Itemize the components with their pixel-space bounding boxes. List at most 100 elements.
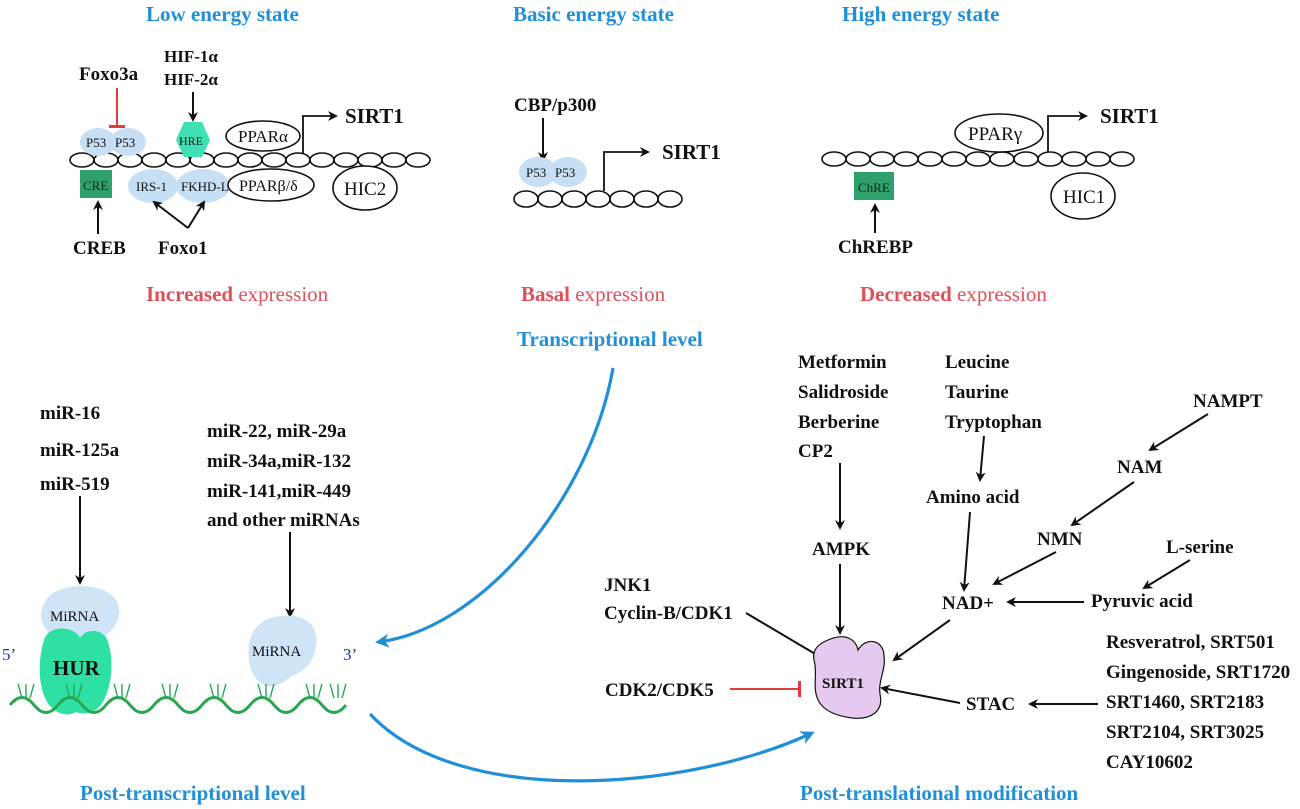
expression-word-high: expression <box>952 282 1048 306</box>
chromatin-strand-high <box>821 151 1135 167</box>
stac-label: STAC <box>966 694 1015 715</box>
basal-word: Basal <box>521 282 570 306</box>
chre-label: ChRE <box>858 180 890 195</box>
sirt1-label-high: SIRT1 <box>1100 104 1159 128</box>
mirna-right-label: MiRNA <box>252 644 301 660</box>
mir-right-line-4: and other miRNAs <box>207 510 360 531</box>
chrebp-label: ChREBP <box>838 237 913 258</box>
fkhd-label: FKHD-L <box>181 179 229 194</box>
expression-word-low: expression <box>233 282 329 306</box>
basic-p53-left <box>519 157 557 187</box>
header-high-energy: High energy state <box>842 2 999 26</box>
ampk-label: AMPK <box>812 539 870 560</box>
post-translational-label: Post-translational modification <box>800 781 1079 805</box>
basic-p53-label-b: P53 <box>555 165 575 180</box>
decreased-expression-text: Decreased expression <box>860 282 1047 306</box>
chromatin-strand-low <box>69 152 431 168</box>
pparg-ellipse <box>954 113 1044 153</box>
pparg-label: PPARγ <box>968 124 1022 145</box>
nmn-to-nad-arrow <box>992 551 1057 585</box>
amino-line-3: Tryptophan <box>945 412 1042 433</box>
drug-line-1: Metformin <box>798 352 887 373</box>
sirt1-tss-arrow-low <box>302 111 338 153</box>
pyruvic-acid-label: Pyruvic acid <box>1091 591 1193 612</box>
fkhd-blob <box>176 169 230 203</box>
activator-line-1: Resveratrol, SRT501 <box>1106 632 1275 653</box>
stac-to-sirt1-arrow <box>880 684 961 704</box>
nampt-to-nam-arrow <box>1148 413 1209 452</box>
cre-label: CRE <box>83 178 108 193</box>
increased-expression-text: Increased expression <box>146 282 329 306</box>
pparbd-label: PPARβ/δ <box>239 178 298 195</box>
mir-right-line-3: miR-141,miR-449 <box>207 481 351 502</box>
nam-to-nmn-arrow <box>1070 481 1135 527</box>
irs1-blob <box>128 169 178 203</box>
mirna-left-shape <box>41 586 120 643</box>
amino-line-2: Taurine <box>945 382 1009 403</box>
nmn-label: NMN <box>1037 529 1083 550</box>
sirt1-label-basic: SIRT1 <box>662 140 721 164</box>
foxo1-label: Foxo1 <box>158 238 208 259</box>
mir-left-line-1: miR-16 <box>40 403 100 424</box>
irs1-label: IRS-1 <box>136 179 167 194</box>
p53-label-b: P53 <box>115 135 135 150</box>
basal-expression-text: Basal expression <box>521 282 666 306</box>
p53-right-blob <box>110 128 146 156</box>
kinases-to-sirt1-arrow <box>745 612 824 660</box>
ppara-label: PPARα <box>238 127 288 146</box>
p53-left-blob <box>80 128 116 156</box>
expression-word-basic: expression <box>570 282 666 306</box>
post-transcriptional-panel: miR-16 miR-125a miR-519 miR-22, miR-29a … <box>2 403 360 715</box>
amino-acid-to-nad-arrow <box>959 511 971 592</box>
mir-right-line-1: miR-22, miR-29a <box>207 421 347 442</box>
chromatin-strand-basic <box>513 190 683 208</box>
amino-acid-label: Amino acid <box>926 487 1020 508</box>
five-prime-label: 5’ <box>2 645 16 664</box>
mir-right-line-2: miR-34a,miR-132 <box>207 451 351 472</box>
foxo1-arrow-left <box>152 200 189 229</box>
hic2-label: HIC2 <box>344 179 386 200</box>
high-energy-panel: PPARγ SIRT1 ChRE HIC1 ChREBP Decreased e… <box>821 104 1159 306</box>
increased-word: Increased <box>146 282 233 306</box>
transcriptional-level-label: Transcriptional level <box>517 327 703 351</box>
mir-left-line-3: miR-519 <box>40 474 110 495</box>
sirt1-label-low: SIRT1 <box>345 104 404 128</box>
cdk2-cdk5-label: CDK2/CDK5 <box>605 680 714 701</box>
hif2-label: HIF-2α <box>164 70 218 89</box>
hic1-label: HIC1 <box>1063 187 1105 208</box>
foxo3a-label: Foxo3a <box>79 64 139 85</box>
low-energy-panel: Foxo3a P53 P53 HIF-1α HIF-2α HRE PPARα S… <box>69 47 431 306</box>
header-basic-energy: Basic energy state <box>513 2 674 26</box>
activator-line-2: Gingenoside, SRT1720 <box>1106 662 1290 683</box>
decreased-word: Decreased <box>860 282 952 306</box>
activator-line-4: SRT2104, SRT3025 <box>1106 722 1264 743</box>
mirna-left-label: MiRNA <box>50 609 99 625</box>
l-serine-to-pyruvic-arrow <box>1142 559 1191 590</box>
drug-line-4: CP2 <box>798 441 833 462</box>
mrna-bases <box>17 683 347 699</box>
activator-line-5: CAY10602 <box>1106 752 1193 773</box>
nad-to-sirt1-arrow <box>892 619 951 662</box>
cre-box <box>80 170 112 198</box>
mirna-right-shape <box>248 615 317 687</box>
activator-line-3: SRT1460, SRT2183 <box>1106 692 1264 713</box>
nam-label: NAM <box>1117 457 1162 478</box>
hif1-label: HIF-1α <box>164 47 218 66</box>
post-transcriptional-level-label: Post-transcriptional level <box>80 781 306 805</box>
jnk1-label: JNK1 <box>604 575 652 596</box>
hic2-ellipse <box>332 165 398 211</box>
nampt-label: NAMPT <box>1193 391 1263 412</box>
mrna-strand <box>8 696 348 714</box>
sirt1-tss-arrow-basic <box>603 147 650 191</box>
creb-label: CREB <box>73 238 126 259</box>
basic-p53-label-a: P53 <box>526 165 546 180</box>
cyclin-label: Cyclin-B/CDK1 <box>604 603 733 624</box>
hur-label: HUR <box>53 656 101 680</box>
l-serine-label: L-serine <box>1166 537 1234 558</box>
hur-shape <box>39 628 112 715</box>
hic1-ellipse <box>1050 172 1116 220</box>
aminos-to-amino-acid-arrow <box>975 435 986 482</box>
ppara-ellipse <box>225 120 301 152</box>
pparbd-ellipse <box>227 168 315 202</box>
